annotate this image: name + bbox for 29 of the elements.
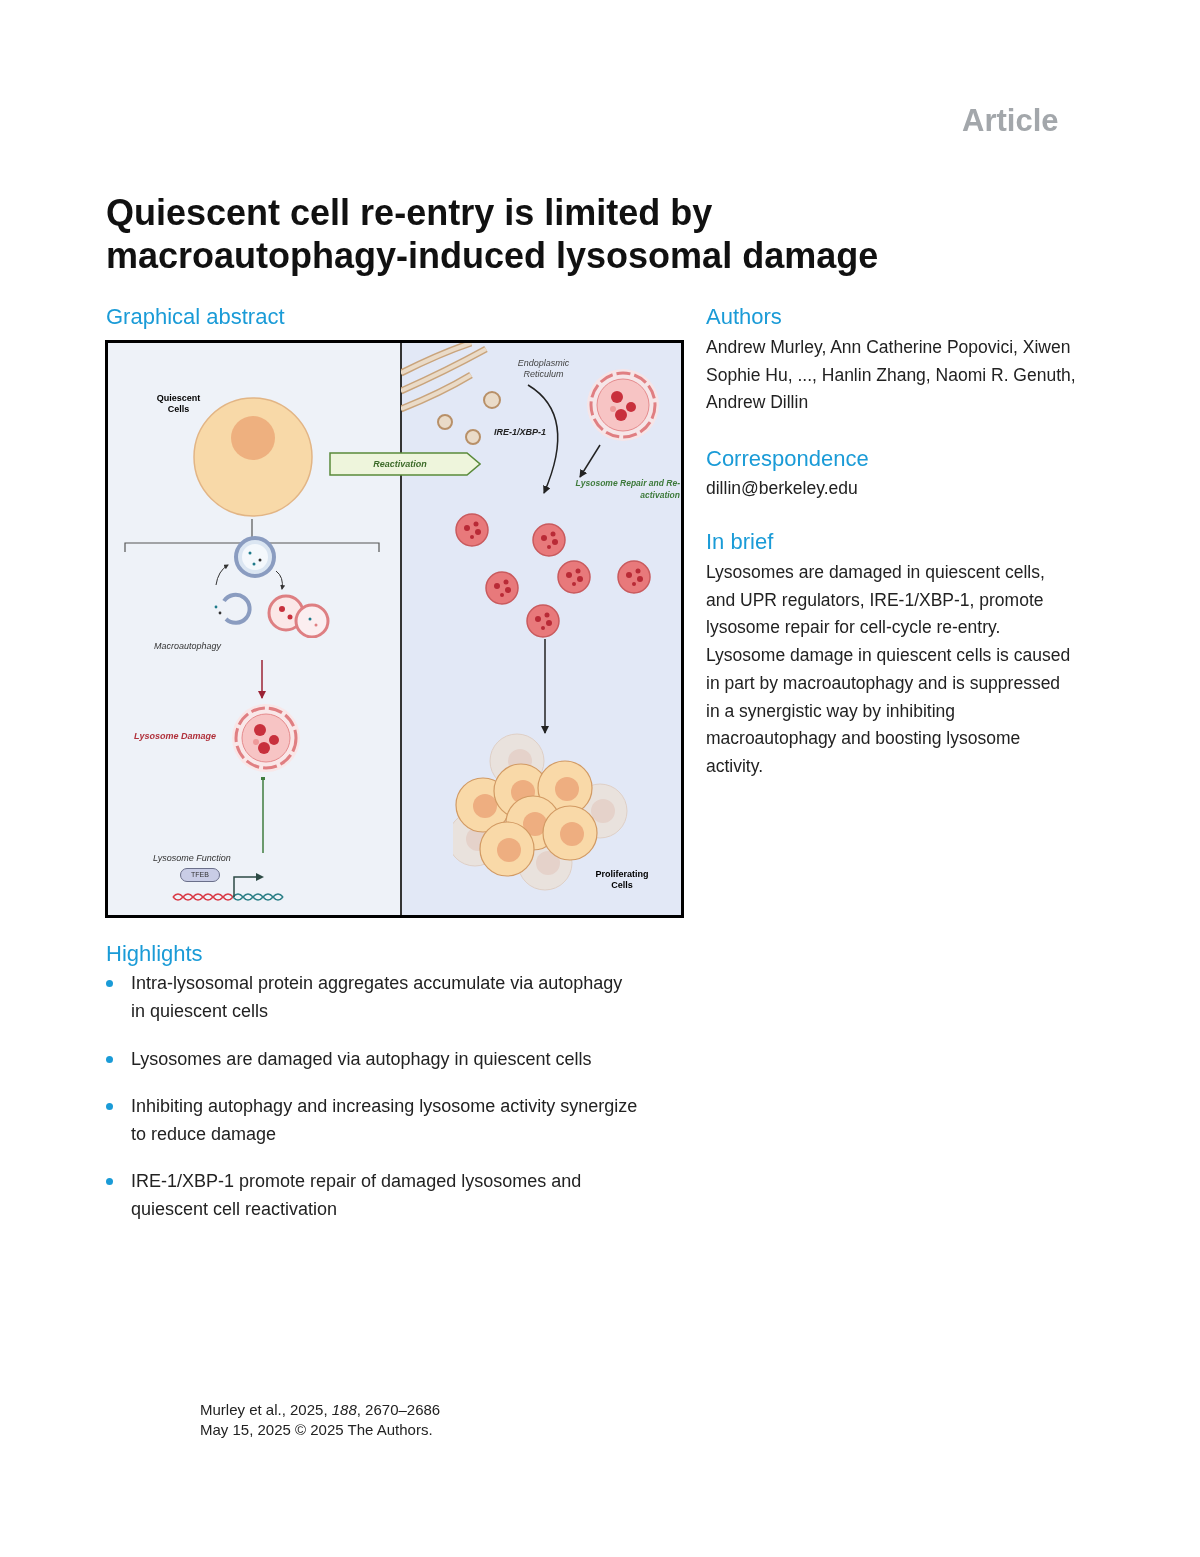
cell-label: Quiescent Cells <box>155 393 202 415</box>
reactivation-label: Reactivation <box>373 458 427 470</box>
citation-text: Murley et al., 2025, 188, 2670–2686 <box>200 1400 441 1420</box>
author-list: Andrew Murley, Ann Catherine Popovici, Xiwen Sophie Hu, ..., Hanlin Zhang, Naomi R. Genuth, Andrew Dillin <box>706 334 1078 417</box>
section-heading: Graphical abstract <box>106 303 285 331</box>
highlight-text: IRE-1/XBP-1 promote repair of damaged lysosomes and quiescent cell reactivation <box>131 1170 583 1221</box>
lysosome-repair-label: Lysosome Repair and Re-activation <box>574 477 680 502</box>
lysosome-function-label: Lysosome Function <box>153 853 231 864</box>
arrow <box>541 638 549 734</box>
edge-label: IRE-1/XBP-1 <box>494 427 546 438</box>
article-title: Quiescent cell re-entry is limited by macroautophagy-induced lysosomal damage <box>106 191 880 277</box>
email-address: dillin@berkeley.edu <box>706 477 858 500</box>
summary-paragraph: Lysosomes are damaged in quiescent cells, and UPR regulators, IRE-1/XBP-1, promote lysosome repair for cell-cycle re-entry. Lysosome damage in quiescent cells is caused in part by macroautophagy and is suppressed in a synergistic way by inhibiting macroautophagy and boosting lysosome activity. <box>706 561 1072 778</box>
arrow <box>579 444 601 478</box>
lysosome-damage-label: Lysosome Damage <box>134 731 217 742</box>
copyright-text: May 15, 2025 © 2025 The Authors. <box>200 1420 433 1440</box>
article-type: Article <box>962 102 1059 140</box>
highlight-text: Intra-lysosomal protein aggregates accumulate via autophagy in quiescent cells <box>131 972 624 1023</box>
section-heading: Correspondence <box>706 445 869 473</box>
section-heading: Highlights <box>106 940 203 968</box>
arrow <box>258 659 266 699</box>
section-heading: Authors <box>706 303 782 331</box>
macroautophagy-label: Macroautophagy <box>154 641 222 652</box>
arrow <box>527 384 559 494</box>
highlight-text: Lysosomes are damaged via autophagy in quiescent cells <box>131 1048 592 1071</box>
er-label: Endoplasmic Reticulum <box>516 358 571 380</box>
highlight-text: Inhibiting autophagy and increasing lysosome activity synergize to reduce damage <box>131 1095 639 1146</box>
proliferating-cells-label: Proliferating Cells <box>594 869 650 891</box>
section-heading: In brief <box>706 528 774 556</box>
